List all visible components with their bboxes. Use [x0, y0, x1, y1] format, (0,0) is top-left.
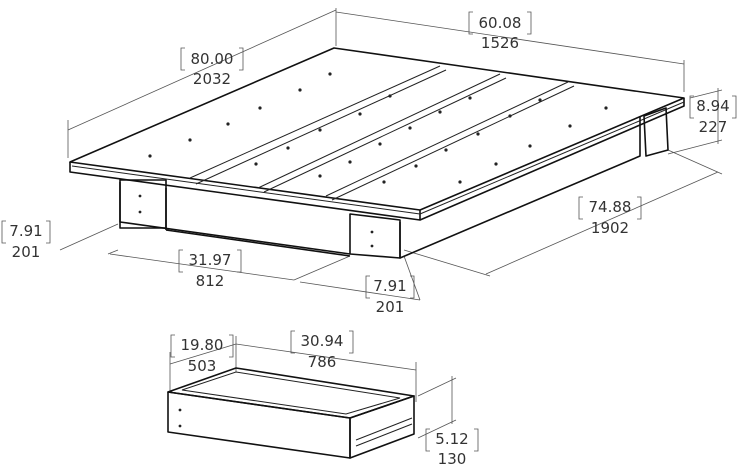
dim-drawer-width-in: 30.94	[301, 332, 344, 350]
leg-right	[643, 107, 669, 157]
dim-leg-front-in: 7.91	[373, 277, 406, 295]
dim-drawer-height-mm: 130	[438, 450, 467, 468]
leg-left	[119, 179, 167, 229]
dim-height-in: 8.94	[696, 97, 729, 115]
dim-length: 80.00 2032	[180, 47, 244, 88]
dim-drawer-width: 30.94 786	[290, 330, 354, 371]
dim-width-in: 60.08	[479, 14, 522, 32]
dim-length-mm: 2032	[193, 70, 231, 88]
dim-leg-spacing: 31.97 812	[178, 249, 242, 290]
leg-front	[349, 213, 401, 259]
bed-frame	[69, 47, 685, 259]
dim-leg-spacing-in: 31.97	[189, 251, 232, 269]
dim-leg-front-mm: 201	[376, 298, 405, 316]
dim-leg-front: 7.91 201	[365, 275, 415, 316]
drawer-side	[349, 395, 415, 459]
dim-width-mm: 1526	[481, 34, 519, 52]
platform-top	[69, 47, 685, 211]
dim-leg-left-in: 7.91	[9, 222, 42, 240]
dim-drawer-height-in: 5.12	[435, 430, 468, 448]
dimension-labels: 60.08 1526 80.00 2032 8.94 227 74.88 190…	[1, 11, 737, 468]
dim-drawer-depth-mm: 503	[188, 357, 217, 375]
dim-length-in: 80.00	[191, 50, 234, 68]
dim-drawer-height: 5.12 130	[425, 428, 479, 468]
screw-dots	[138, 72, 608, 248]
drawer	[167, 367, 415, 459]
dim-drawer-depth: 19.80 503	[170, 334, 234, 375]
dim-inner-length: 74.88 1902	[578, 196, 642, 237]
dim-width: 60.08 1526	[468, 11, 532, 52]
dim-height: 8.94 227	[689, 95, 737, 136]
dim-leg-spacing-mm: 812	[196, 272, 225, 290]
dimension-lines	[59, 8, 723, 439]
dim-inner-length-in: 74.88	[589, 198, 632, 216]
dim-height-mm: 227	[699, 118, 728, 136]
dim-leg-left: 7.91 201	[1, 220, 51, 261]
dim-leg-left-mm: 201	[12, 243, 41, 261]
dim-drawer-depth-in: 19.80	[181, 336, 224, 354]
dim-inner-length-mm: 1902	[591, 219, 629, 237]
dim-drawer-width-mm: 786	[308, 353, 337, 371]
drawer-front	[167, 391, 351, 459]
